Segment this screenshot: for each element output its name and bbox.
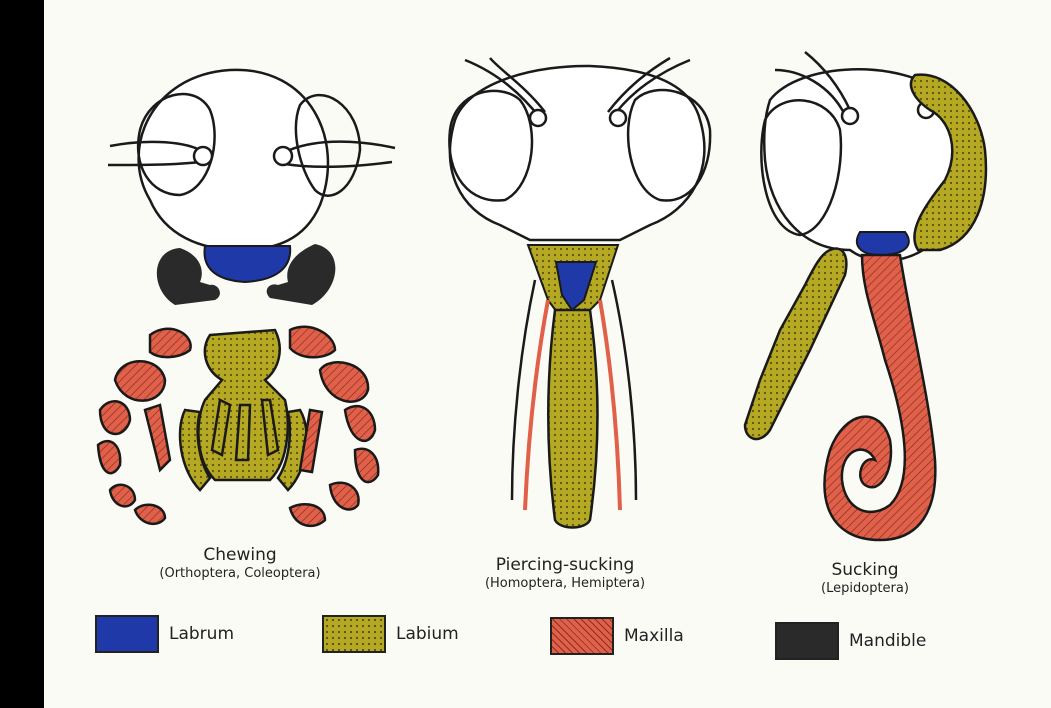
legend-labrum: Labrum [95, 615, 234, 653]
legend-labium-label: Labium [396, 624, 459, 644]
legend-maxilla-swatch [550, 617, 614, 655]
chewing-maxilla-left [98, 329, 191, 524]
chewing-head [108, 70, 395, 250]
chewing-labrum [204, 246, 290, 282]
caption-piercing-subtitle: (Homoptera, Hemiptera) [455, 575, 675, 592]
caption-sucking-title: Sucking [790, 560, 940, 580]
legend-mandible-label: Mandible [849, 631, 926, 651]
legend-maxilla: Maxilla [550, 617, 684, 655]
caption-chewing: Chewing (Orthoptera, Coleoptera) [140, 545, 340, 582]
caption-chewing-subtitle: (Orthoptera, Coleoptera) [140, 565, 340, 582]
sucking-proboscis [824, 255, 935, 540]
piercing-head [449, 58, 710, 240]
caption-sucking-subtitle: (Lepidoptera) [790, 580, 940, 597]
legend-labrum-label: Labrum [169, 624, 234, 644]
legend-mandible-swatch [775, 622, 839, 660]
caption-chewing-title: Chewing [140, 545, 340, 565]
piercing-labium [548, 310, 597, 528]
legend-labrum-swatch [95, 615, 159, 653]
legend-mandible: Mandible [775, 622, 926, 660]
sucking-labrum [857, 232, 909, 255]
legend-labium: Labium [322, 615, 459, 653]
legend-maxilla-label: Maxilla [624, 626, 684, 646]
caption-piercing-sucking: Piercing-sucking (Homoptera, Hemiptera) [455, 555, 675, 592]
chewing-labium [180, 330, 307, 490]
sucking-labial-palp-left [745, 248, 846, 439]
caption-piercing-title: Piercing-sucking [455, 555, 675, 575]
caption-sucking: Sucking (Lepidoptera) [790, 560, 940, 597]
legend-labium-swatch [322, 615, 386, 653]
